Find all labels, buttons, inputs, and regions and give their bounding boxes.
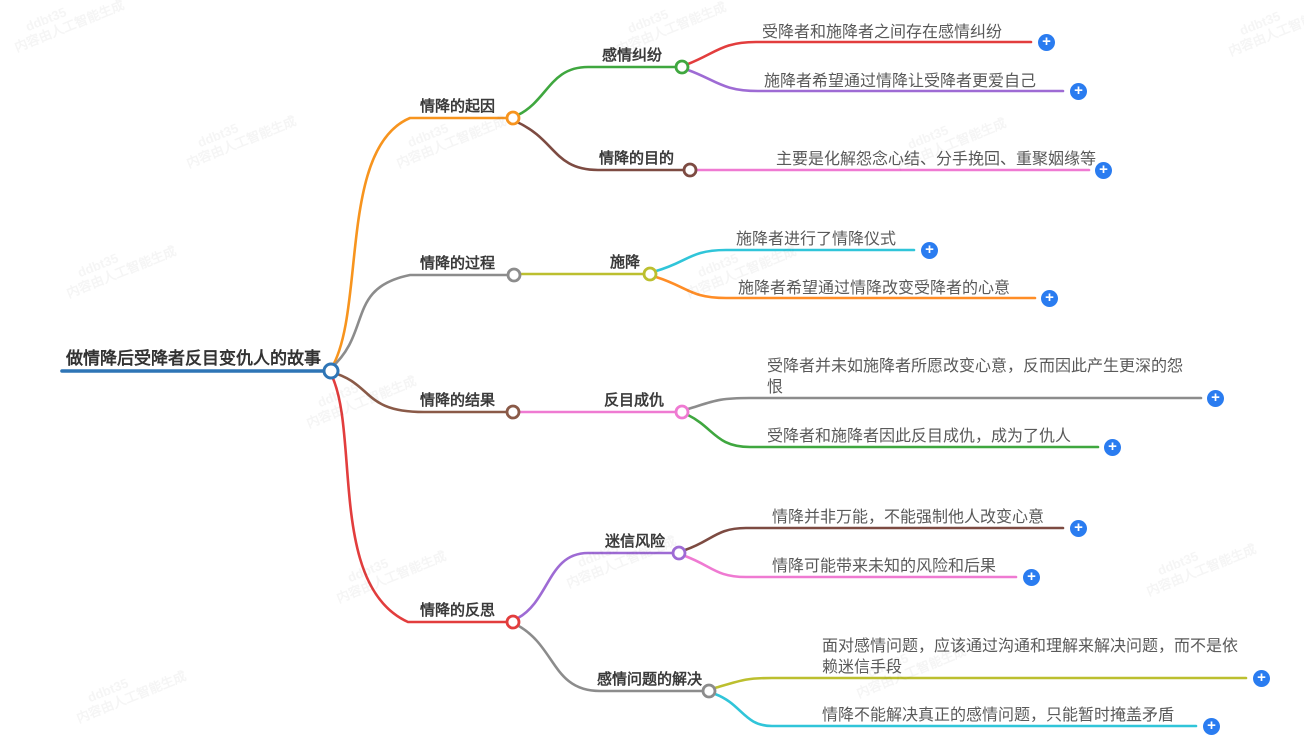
edge-leaf-solution-2 [713,692,1198,728]
edge-purpose [515,120,686,172]
branch-result-label[interactable]: 情降的结果 [420,392,496,409]
node-circle-risk[interactable] [671,545,687,561]
edge-leaf-enemies-2 [686,413,1100,449]
node-circle-purpose[interactable] [682,162,698,178]
edge-superstition-risk [516,551,675,620]
node-circle-result[interactable] [505,404,521,420]
node-circle-cast[interactable] [642,266,658,282]
node-circle-enemies[interactable] [674,404,690,420]
node-circle-dispute[interactable] [674,59,690,75]
leaf-label[interactable]: 施降者希望通过情降让受降者更爱自己 [764,73,1037,90]
expand-icon[interactable]: + [921,242,938,259]
leaf-label[interactable]: 情降可能带来未知的风险和后果 [772,558,997,575]
branch-reflection-label[interactable]: 情降的反思 [420,602,496,619]
subtopic-purpose-label[interactable]: 情降的目的 [599,150,675,167]
expand-icon[interactable]: + [1023,569,1040,586]
edge-leaf-solution-1 [713,676,1248,690]
leaf-label[interactable]: 施降者希望通过情降改变受降者的心意 [738,280,1011,297]
expand-icon[interactable]: + [1253,670,1270,687]
node-circle-root[interactable] [322,362,340,380]
node-circle-causes[interactable] [505,110,521,126]
node-circle-process[interactable] [506,267,522,283]
branch-causes-label[interactable]: 情降的起因 [420,98,496,115]
subtopic-solution-label[interactable]: 感情问题的解决 [597,671,703,688]
edge-branch-reflection [329,372,509,624]
expand-icon[interactable]: + [1070,520,1087,537]
leaf-label[interactable]: 面对感情问题，应该通过沟通和理解来解决问题，而不是依赖迷信手段 [822,638,1239,676]
expand-icon[interactable]: + [1104,439,1121,456]
expand-icon[interactable]: + [1070,83,1087,100]
expand-icon[interactable]: + [1041,290,1058,307]
subtopic-dispute-label[interactable]: 感情纠纷 [602,47,663,64]
node-circle-solution[interactable] [701,683,717,699]
leaf-label[interactable]: 主要是化解怨念心结、分手挽回、重聚姻缘等 [776,151,1097,168]
subtopic-enemies-label[interactable]: 反目成仇 [604,392,665,409]
leaf-label[interactable]: 施降者进行了情降仪式 [736,231,897,248]
expand-icon[interactable]: + [1038,34,1055,51]
edge-leaf-cast-1 [654,248,916,273]
edge-leaf-dispute-2 [686,68,1065,93]
edge-branch-result [329,370,509,414]
root-topic[interactable]: 做情降后受降者反目变仇人的故事 [66,349,321,368]
edge-emotion-dispute [516,65,678,117]
expand-icon[interactable]: + [1203,718,1220,735]
edge-leaf-risk-2 [683,554,1018,579]
branch-process-label[interactable]: 情降的过程 [420,255,496,272]
edge-solution [515,623,705,693]
leaf-label[interactable]: 情降并非万能，不能强制他人改变心意 [772,509,1045,526]
edge-leaf-dispute-1 [686,40,1033,66]
expand-icon[interactable]: + [1207,390,1224,407]
subtopic-cast-label[interactable]: 施降 [610,254,641,271]
leaf-label[interactable]: 受降者和施降者因此反目成仇，成为了仇人 [767,428,1072,445]
leaf-label[interactable]: 受降者和施降者之间存在感情纠纷 [762,24,1003,41]
edge-leaf-enemies-1 [686,396,1203,411]
expand-icon[interactable]: + [1095,162,1112,179]
subtopic-risk-label[interactable]: 迷信风险 [605,533,666,550]
edge-leaf-risk-1 [683,526,1065,552]
edge-branch-causes [329,116,509,371]
leaf-label[interactable]: 受降者并未如施降者所愿改变心意，反而因此产生更深的怨恨 [767,358,1184,396]
edge-leaf-cast-2 [654,275,1037,300]
node-circle-reflection[interactable] [505,614,521,630]
leaf-label[interactable]: 情降不能解决真正的感情问题，只能暂时掩盖矛盾 [822,707,1175,724]
edge-branch-process [329,273,510,370]
